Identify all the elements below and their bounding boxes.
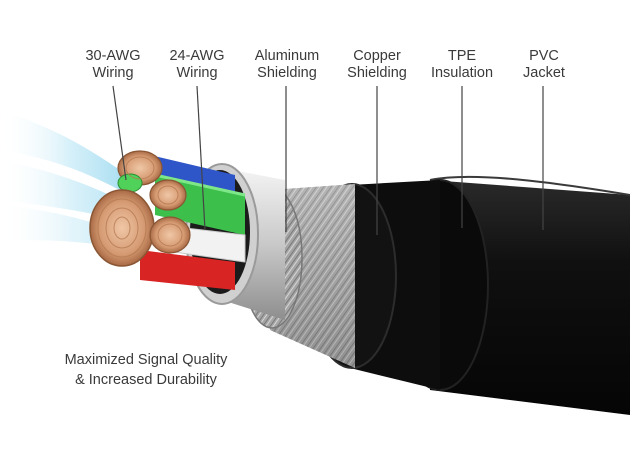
label-30awg-line2: Wiring	[92, 65, 134, 81]
leader-lines	[112, 85, 544, 235]
caption-line1: Maximized Signal Quality	[64, 352, 228, 368]
label-copper-shielding: Copper Shielding	[347, 48, 407, 82]
wire-end-right	[149, 216, 191, 254]
label-tpe-line1: TPE	[447, 48, 477, 64]
caption-line2: & Increased Durability	[75, 372, 217, 388]
label-copper-line1: Copper	[353, 48, 401, 64]
inner-wires	[89, 150, 246, 290]
label-aluminum-line2: Shielding	[257, 65, 317, 81]
label-pvc-line1: PVC	[529, 48, 559, 64]
feature-caption: Maximized Signal Quality & Increased Dur…	[65, 350, 228, 390]
label-pvc-line2: Jacket	[523, 65, 565, 81]
label-pvc-jacket: PVC Jacket	[523, 48, 565, 82]
label-24awg-line1: 24-AWG	[169, 48, 225, 64]
label-aluminum-line1: Aluminum	[254, 48, 320, 64]
label-copper-line2: Shielding	[347, 65, 407, 81]
signal-glow	[0, 110, 120, 248]
label-tpe-line2: Insulation	[430, 65, 494, 81]
label-30awg-line1: 30-AWG	[85, 48, 141, 64]
label-tpe-insulation: TPE Insulation	[431, 48, 493, 82]
wire-end-large	[89, 189, 155, 267]
leader-30awg	[112, 85, 127, 181]
leader-24awg	[196, 85, 206, 231]
label-aluminum-shielding: Aluminum Shielding	[255, 48, 319, 82]
label-24awg-line2: Wiring	[176, 65, 218, 81]
wire-end-mid	[149, 179, 187, 211]
label-24awg-wiring: 24-AWG Wiring	[169, 48, 224, 82]
label-30awg-wiring: 30-AWG Wiring	[85, 48, 140, 82]
